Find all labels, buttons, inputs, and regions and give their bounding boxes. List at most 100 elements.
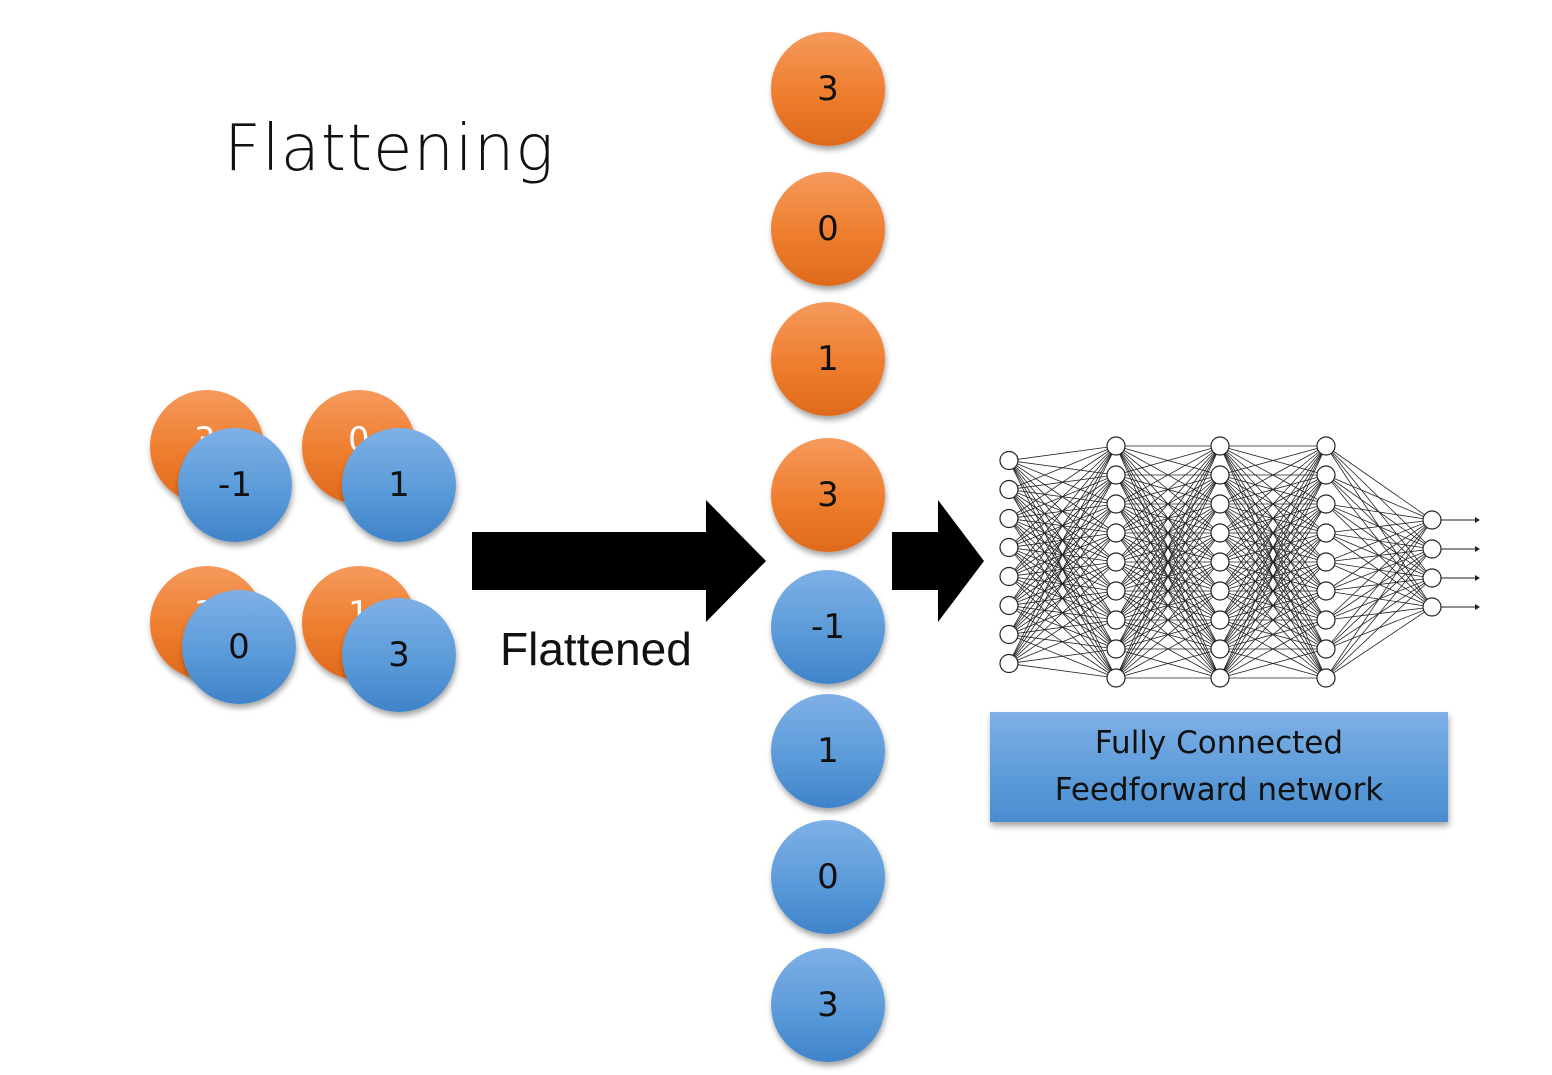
- vector-node: 0: [771, 820, 885, 934]
- network-neuron: [1422, 568, 1442, 588]
- network-neuron: [999, 653, 1019, 674]
- network-edge: [1325, 519, 1433, 650]
- network-neuron: [1316, 610, 1336, 630]
- network-neuron: [1210, 436, 1230, 456]
- network-edge: [1115, 503, 1221, 679]
- vector-node: 3: [771, 948, 885, 1062]
- network-edge: [1115, 445, 1221, 679]
- vector-node: 3: [771, 32, 885, 146]
- network-edge: [1115, 445, 1221, 621]
- network-neuron: [1106, 465, 1126, 485]
- network-neuron: [1210, 610, 1230, 630]
- network-edge: [1008, 445, 1117, 519]
- network-edge: [1115, 445, 1221, 534]
- network-edge: [1219, 474, 1327, 679]
- vector-node: 1: [771, 694, 885, 808]
- output-arrowhead: [1475, 517, 1480, 523]
- flatten-arrow: [472, 500, 766, 622]
- front-node: -1: [178, 428, 292, 542]
- vector-node: -1: [771, 570, 885, 684]
- network-neuron: [1210, 668, 1230, 688]
- network-neuron: [999, 624, 1019, 645]
- network-edge: [1008, 663, 1117, 679]
- network-neuron: [1106, 494, 1126, 514]
- network-neuron: [999, 508, 1019, 529]
- network-neuron: [1106, 610, 1126, 630]
- network-edge: [1115, 445, 1221, 476]
- output-arrowhead: [1475, 546, 1480, 552]
- network-neuron: [1106, 523, 1126, 543]
- network-arrow: [892, 500, 984, 622]
- network-edge: [1008, 445, 1117, 490]
- network-edge: [1219, 619, 1327, 679]
- network-edge: [1008, 474, 1117, 664]
- network-neuron: [1210, 552, 1230, 572]
- vector-node: 1: [771, 302, 885, 416]
- network-neuron: [999, 595, 1019, 616]
- network-neuron: [1210, 523, 1230, 543]
- network-neuron: [1316, 465, 1336, 485]
- network-edge: [1219, 445, 1327, 679]
- network-edge: [1219, 445, 1327, 476]
- network-edge: [1008, 445, 1117, 577]
- network-edge: [1219, 561, 1327, 679]
- network-edge: [1008, 445, 1117, 548]
- network-neuron: [1316, 581, 1336, 601]
- neural-network-diagram: [999, 436, 1480, 688]
- network-edge: [1115, 445, 1221, 563]
- network-neuron: [1316, 639, 1336, 659]
- network-label-box: Fully Connected Feedforward network: [990, 712, 1448, 822]
- network-edge: [1325, 577, 1433, 679]
- network-edge: [1219, 532, 1327, 679]
- network-edge: [1115, 561, 1221, 679]
- network-neuron: [1210, 639, 1230, 659]
- network-edge: [1008, 445, 1117, 606]
- network-edge: [1219, 445, 1327, 505]
- network-neuron: [1106, 668, 1126, 688]
- network-edge: [1008, 590, 1117, 664]
- network-edge: [1008, 445, 1117, 461]
- flattened-label: Flattened: [500, 623, 692, 675]
- output-arrowhead: [1475, 604, 1480, 610]
- network-edge: [1219, 445, 1327, 621]
- vector-node: 3: [771, 438, 885, 552]
- network-edge: [1219, 648, 1327, 679]
- network-edge: [1115, 648, 1221, 679]
- network-label-line1: Fully Connected: [1094, 725, 1344, 761]
- network-neuron: [1106, 639, 1126, 659]
- network-edge: [1008, 561, 1117, 664]
- network-edge: [1325, 606, 1433, 679]
- network-edge: [1219, 445, 1327, 563]
- network-edge: [1325, 519, 1433, 621]
- network-edge: [1115, 445, 1221, 650]
- network-neuron: [1210, 581, 1230, 601]
- network-neuron: [1316, 494, 1336, 514]
- page-title: Flattening: [224, 112, 555, 186]
- network-edge: [1219, 590, 1327, 679]
- network-edge: [1325, 519, 1433, 679]
- network-edge: [1219, 445, 1327, 650]
- network-neuron: [1316, 668, 1336, 688]
- network-neuron: [1210, 465, 1230, 485]
- network-edge: [1008, 445, 1117, 664]
- network-edge: [1008, 648, 1117, 664]
- network-edge: [1115, 619, 1221, 679]
- network-edge: [1008, 503, 1117, 664]
- network-neuron: [999, 537, 1019, 558]
- network-edge: [1115, 474, 1221, 679]
- network-edge: [1325, 519, 1433, 592]
- network-edge: [1115, 445, 1221, 505]
- network-edge: [1115, 590, 1221, 679]
- network-edge: [1325, 445, 1433, 521]
- network-edge: [1115, 532, 1221, 679]
- vector-node: 0: [771, 172, 885, 286]
- network-edge: [1325, 474, 1433, 521]
- network-neuron: [1422, 510, 1442, 530]
- network-neuron: [999, 479, 1019, 500]
- front-node: 1: [342, 428, 456, 542]
- network-neuron: [1422, 597, 1442, 617]
- network-neuron: [1316, 552, 1336, 572]
- network-edge: [1219, 445, 1327, 534]
- network-neuron: [1106, 552, 1126, 572]
- network-edge: [1115, 445, 1221, 592]
